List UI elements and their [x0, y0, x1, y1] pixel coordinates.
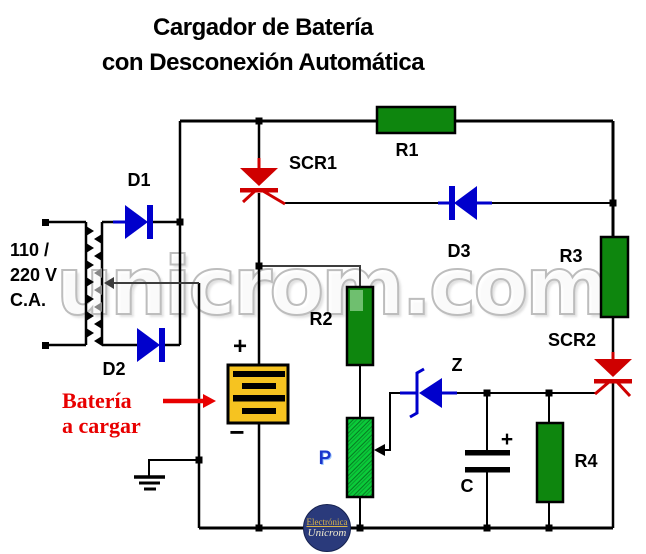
wire-battery-to-r2	[259, 265, 361, 287]
label-p: P	[318, 448, 332, 469]
battery-caption: Batería a cargar	[62, 388, 141, 438]
label-r1: R1	[395, 140, 419, 160]
label-z: Z	[451, 355, 463, 375]
label-scr2: SCR2	[547, 330, 597, 350]
zener-z-symbol	[400, 367, 457, 419]
ac-source-line2: 220 V	[10, 265, 58, 285]
logo-text-electronica: Electrónica	[306, 517, 348, 527]
ground-symbol	[134, 475, 165, 491]
battery-caption-line2: a cargar	[62, 413, 141, 438]
unicrom-logo-badge: Electrónica Unicrom	[303, 504, 351, 552]
label-r4: R4	[574, 451, 598, 471]
potentiometer-symbol	[345, 416, 385, 499]
terminal-top	[42, 219, 49, 226]
battery-pointer-arrow-icon	[163, 394, 216, 408]
capacitor-plus-sign: +	[500, 428, 514, 451]
diode-d1-symbol	[113, 205, 153, 239]
logo-text-unicrom: Unicrom	[307, 527, 347, 539]
title-line1: Cargador de Batería	[153, 14, 373, 41]
label-c: C	[460, 476, 474, 496]
gray-wires	[112, 265, 361, 287]
watermark-text: unicrom.com	[55, 239, 610, 334]
terminal-bottom	[42, 342, 49, 349]
junction-dots	[176, 117, 617, 532]
wire-ground-stub	[148, 459, 199, 476]
resistor-r3-symbol	[599, 235, 630, 319]
label-r3: R3	[559, 246, 583, 266]
diode-d2-symbol	[137, 328, 165, 362]
resistor-r4-symbol	[535, 421, 565, 504]
ac-source-line3: C.A.	[10, 290, 46, 310]
label-d3: D3	[447, 241, 471, 261]
transformer-core-gray-ticks	[94, 268, 102, 312]
battery-plus-sign: +	[232, 333, 248, 360]
scr1-symbol	[240, 158, 286, 206]
label-d2: D2	[102, 359, 126, 379]
wires	[45, 119, 615, 530]
wire-wiper-riser	[382, 392, 400, 451]
battery-symbol	[226, 363, 290, 425]
page-title: Cargador de Batería con Desconexión Auto…	[0, 10, 526, 80]
battery-minus-sign: −	[229, 417, 245, 447]
capacitor-symbol	[465, 450, 510, 473]
resistor-r2-symbol	[345, 285, 375, 367]
wiper-arrow-icon	[374, 444, 385, 456]
center-tap-arrow-icon	[104, 277, 114, 289]
label-r2: R2	[309, 309, 333, 329]
diode-d3-symbol	[438, 186, 492, 220]
label-scr1: SCR1	[288, 153, 338, 173]
transformer-symbol	[42, 219, 104, 349]
scr2-symbol	[594, 352, 632, 398]
ac-source-label: 110 / 220 V C.A.	[10, 238, 57, 313]
ac-source-line1: 110 /	[10, 240, 50, 260]
label-d1: D1	[127, 170, 151, 190]
battery-caption-line1: Batería	[62, 388, 132, 413]
resistor-r1-symbol	[375, 105, 457, 135]
title-line2: con Desconexión Automática	[101, 49, 425, 76]
